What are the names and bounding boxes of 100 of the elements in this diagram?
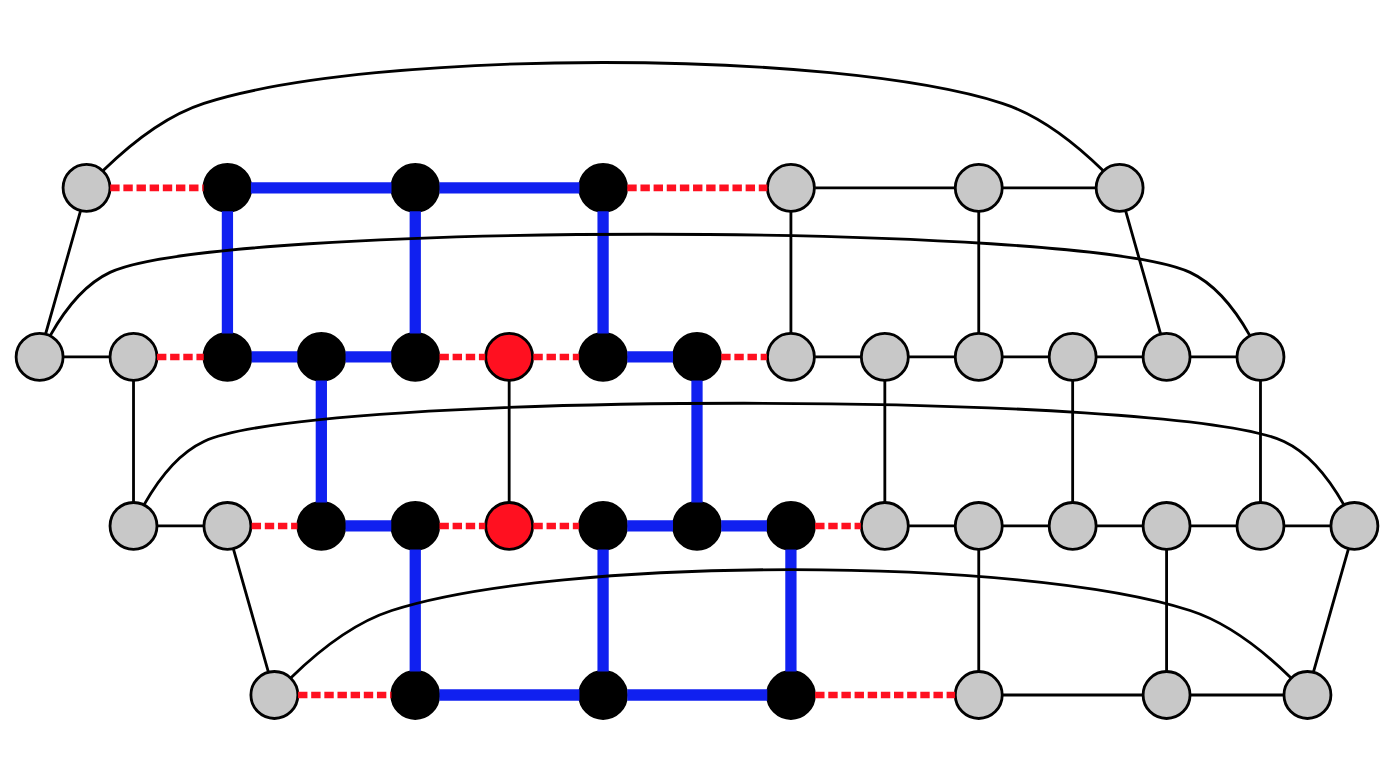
connector — [721, 353, 767, 360]
node-circle — [1094, 162, 1145, 213]
connector — [232, 547, 270, 672]
node-circle — [1235, 500, 1286, 551]
node-circle — [953, 331, 1004, 382]
node-circle — [766, 162, 816, 213]
connector — [1190, 524, 1237, 527]
connector — [815, 355, 861, 358]
connector — [251, 522, 298, 529]
node-circle — [953, 162, 1004, 213]
connector — [815, 522, 861, 529]
connector — [627, 688, 768, 701]
connector — [157, 524, 204, 527]
node-circle — [672, 500, 722, 551]
node-circle — [1141, 331, 1192, 382]
connector — [627, 184, 768, 191]
node-circle — [953, 669, 1004, 720]
node-circle — [578, 331, 628, 382]
node-circle — [1141, 669, 1192, 720]
node-circle — [766, 669, 816, 720]
node-circle — [1235, 331, 1286, 382]
connector — [691, 379, 703, 502]
connector — [315, 379, 327, 502]
connector — [49, 232, 1252, 336]
node-circle — [672, 331, 722, 382]
connector — [44, 209, 82, 334]
connector — [977, 210, 981, 333]
connector — [785, 548, 797, 671]
connector — [101, 60, 1105, 172]
connector — [533, 522, 580, 529]
node-circle — [578, 669, 628, 720]
connector — [1190, 693, 1284, 696]
node-circle — [296, 331, 347, 382]
connector — [507, 379, 511, 502]
node-circle — [390, 669, 441, 720]
connector — [909, 524, 955, 527]
node-circle — [1047, 500, 1098, 551]
node-circle — [202, 500, 253, 551]
connector — [597, 548, 609, 671]
connector — [1096, 524, 1143, 527]
connector — [977, 548, 981, 671]
connector — [110, 184, 204, 191]
connector — [1096, 355, 1143, 358]
connector — [409, 210, 421, 333]
connector — [250, 181, 392, 193]
connector — [345, 350, 392, 363]
node-circle — [249, 669, 300, 720]
connector — [251, 350, 298, 363]
connector — [157, 353, 204, 360]
connector — [221, 210, 234, 333]
connector — [1002, 693, 1143, 696]
node-circle — [1141, 500, 1192, 551]
connector — [439, 522, 486, 529]
node-circle — [202, 331, 253, 382]
node-circle — [1282, 669, 1333, 720]
connector — [439, 353, 486, 360]
node-circle — [14, 331, 65, 382]
connector — [439, 181, 580, 193]
node-circle — [1329, 500, 1380, 551]
node-circle — [202, 162, 253, 213]
node-circle — [1047, 331, 1098, 382]
node-circle — [766, 331, 816, 382]
connector — [533, 353, 580, 360]
connector — [63, 355, 110, 358]
node-circle — [766, 500, 816, 551]
connector — [289, 567, 1293, 679]
connector — [1002, 355, 1049, 358]
connector — [345, 519, 392, 532]
connector — [1312, 547, 1350, 672]
node-circle — [484, 500, 535, 551]
connector — [298, 691, 392, 698]
connector — [132, 379, 135, 502]
node-circle — [108, 331, 159, 382]
connector — [909, 355, 955, 358]
node-circle — [390, 500, 441, 551]
node-circle — [578, 500, 628, 551]
connector — [721, 519, 767, 532]
connector — [627, 350, 674, 363]
connector — [815, 185, 956, 189]
connector — [1002, 524, 1049, 527]
connector — [627, 519, 674, 532]
node-circle — [578, 162, 628, 213]
connector — [1190, 355, 1237, 358]
connector — [1071, 379, 1075, 502]
connector — [815, 691, 956, 698]
node-circle — [859, 500, 910, 551]
connector — [1284, 524, 1331, 527]
node-circle — [296, 500, 347, 551]
node-circle — [390, 331, 441, 382]
node-circle — [108, 500, 159, 551]
node-circle — [61, 162, 112, 213]
connector — [1259, 379, 1262, 502]
connector — [142, 401, 1345, 505]
node-circle — [390, 162, 441, 213]
connector — [1002, 185, 1096, 189]
connector — [789, 210, 793, 333]
node-circle — [859, 331, 910, 382]
connector — [1165, 548, 1168, 671]
connector — [883, 379, 887, 502]
connector — [597, 210, 609, 333]
